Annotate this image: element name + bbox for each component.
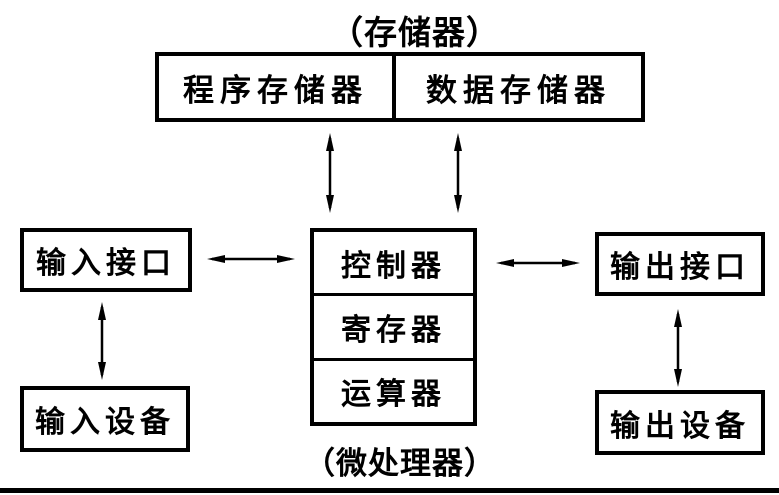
memory-group-label: （存储器）	[330, 14, 500, 51]
input-device-label: 输入设备	[35, 406, 175, 439]
data-memory-cell: 数据存储器	[426, 72, 611, 108]
input-device-box: 输入设备	[20, 386, 190, 452]
input-interface-label: 输入接口	[36, 247, 176, 280]
program-memory-cell: 程序存储器	[159, 56, 396, 118]
controller-cell: 控制器	[341, 249, 446, 283]
cpu-box: 控制器 寄存器 运算器	[310, 228, 477, 426]
memory-box: 程序存储器 数据存储器	[155, 52, 645, 122]
cpu-output-interface-double-arrow-icon	[496, 259, 580, 267]
input-interface-box: 输入接口	[20, 228, 192, 292]
data-memory-cpu-double-arrow-icon	[454, 133, 462, 213]
scan-edge-line	[0, 488, 779, 493]
cpu-group-label: （微处理器）	[304, 446, 496, 481]
output-device-label: 输出设备	[610, 409, 750, 443]
alu-cell: 运算器	[314, 357, 473, 422]
program-memory-cpu-double-arrow-icon	[326, 133, 334, 213]
output-interface-box: 输出接口	[595, 232, 765, 296]
registers-cell: 寄存器	[314, 293, 473, 357]
output-device-box: 输出设备	[595, 390, 765, 455]
output-interface-label: 输出接口	[610, 251, 750, 284]
input-interface-cpu-double-arrow-icon	[207, 255, 295, 263]
output-interface-device-double-arrow-icon	[674, 309, 682, 387]
input-device-interface-double-arrow-icon	[98, 302, 106, 380]
